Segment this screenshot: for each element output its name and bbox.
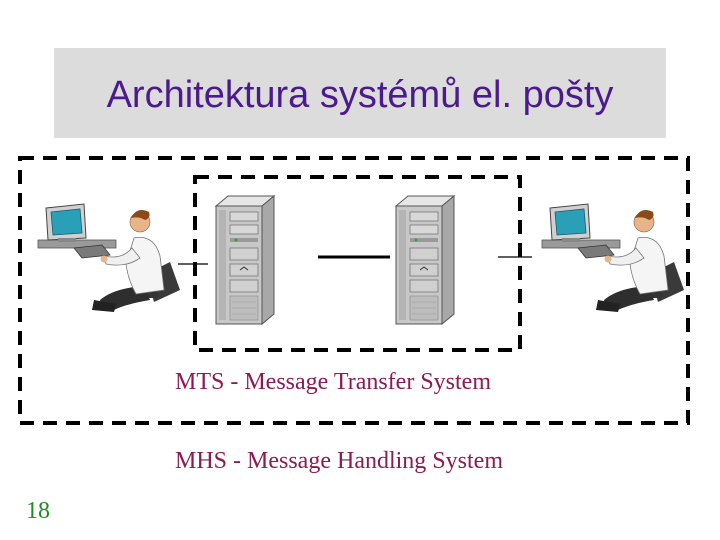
- page-title: Architektura systémů el. pošty: [106, 73, 614, 116]
- mhs-boundary: [18, 156, 690, 425]
- user-at-computer-icon: [37, 203, 181, 313]
- mhs-label: MHS - Message Handling System: [175, 448, 503, 474]
- title-box: Architektura systémů el. pošty: [54, 48, 666, 138]
- server-tower-icon: [395, 195, 455, 325]
- user-at-computer-icon: [541, 203, 685, 313]
- mts-label: MTS - Message Transfer System: [175, 369, 491, 395]
- server-tower-icon: [215, 195, 275, 325]
- slide-number: 18: [26, 498, 50, 524]
